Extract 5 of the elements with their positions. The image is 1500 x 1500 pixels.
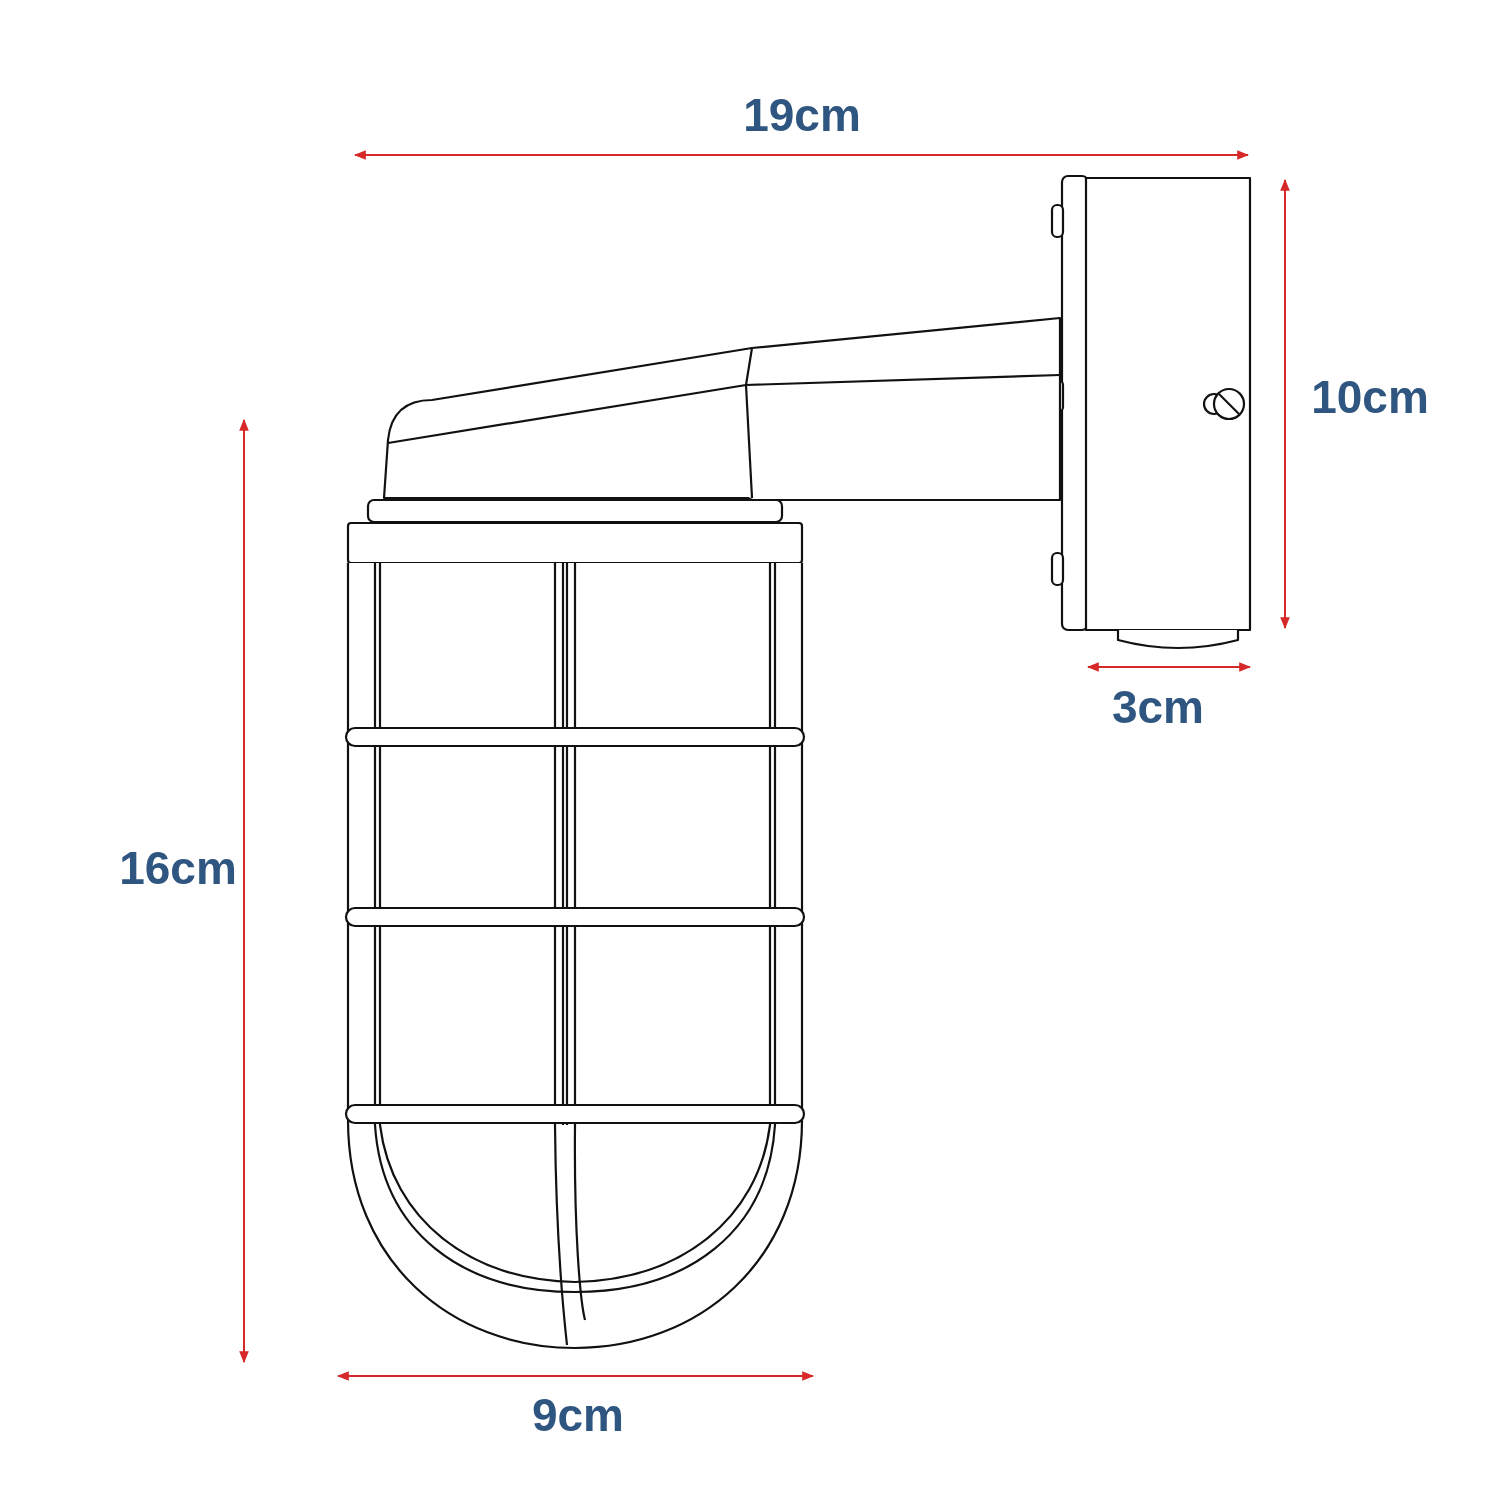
dimension-label: 19cm bbox=[743, 92, 861, 138]
dimension-label: 16cm bbox=[119, 845, 237, 891]
dimension-label: 10cm bbox=[1311, 374, 1429, 420]
dimension-label: 3cm bbox=[1111, 684, 1205, 730]
dimension-label: 9cm bbox=[531, 1392, 625, 1438]
